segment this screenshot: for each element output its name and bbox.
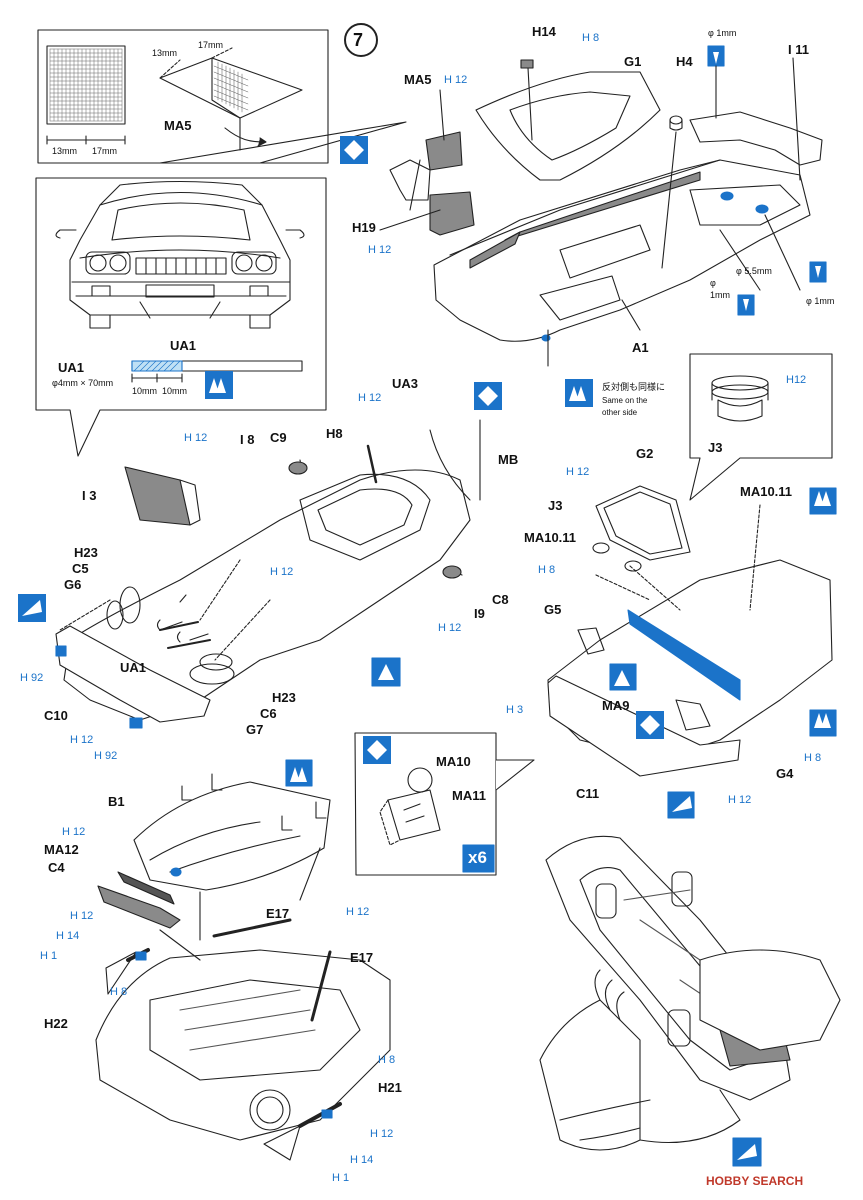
paint-code: H 92: [20, 672, 44, 684]
paint-code: H 12: [566, 466, 590, 478]
part-label: MA11: [452, 788, 486, 803]
part-label: C9: [270, 430, 287, 445]
part-label: J3: [548, 498, 563, 513]
part-label: MA5: [404, 72, 432, 87]
part-label: A1: [632, 340, 649, 355]
part-label: C10: [44, 708, 68, 723]
rear-body-assembly: [379, 45, 827, 367]
part-label: I 11: [788, 42, 809, 57]
paint-code: H12: [786, 374, 807, 386]
part-label: MB: [498, 452, 519, 467]
part-label: MA10.11: [740, 484, 793, 499]
paint-code: H 12: [70, 734, 94, 746]
part-label: MA10.11: [524, 530, 577, 545]
paint-code: H 12: [184, 432, 208, 444]
part-label: MA9: [602, 698, 630, 713]
front-body-assembly: [55, 419, 481, 729]
part-label: C11: [576, 786, 600, 801]
part-label: G6: [64, 577, 82, 592]
paint-code: H 12: [370, 1128, 394, 1140]
part-label: H19: [352, 220, 376, 235]
drill-label: φ 1mm: [806, 296, 835, 306]
part-label: MA12: [44, 842, 79, 857]
part-label: MA5: [164, 118, 192, 133]
paint-code: H 12: [62, 826, 86, 838]
part-label: H23: [74, 545, 98, 560]
paint-code: H 8: [582, 32, 600, 44]
watermark-text: HOBBY SEARCH: [706, 1174, 804, 1188]
dim-label: 17mm: [92, 146, 118, 156]
part-label: J3: [708, 440, 723, 455]
part-label: H8: [326, 426, 343, 441]
drill-label: φ: [710, 278, 716, 288]
part-label: C6: [260, 706, 277, 721]
note-en: Same on the: [602, 396, 648, 405]
part-label: C5: [72, 561, 89, 576]
quantity-badge: x6: [468, 848, 487, 867]
paint-code: H 3: [506, 704, 524, 716]
part-label: UA1: [170, 338, 197, 353]
paint-code: H 12: [358, 392, 382, 404]
part-label: C8: [492, 592, 509, 607]
part-label: C4: [48, 860, 65, 875]
drill-label: φ 5.5mm: [736, 266, 772, 276]
dim-label: 13mm: [152, 48, 178, 58]
part-label: G1: [624, 54, 642, 69]
note-jp: 反対側も同様に: [602, 383, 666, 393]
paint-code: H 12: [444, 74, 468, 86]
paint-code: H 12: [368, 244, 392, 256]
paint-code: H 12: [438, 622, 462, 634]
dim-label: 10mm: [132, 386, 158, 396]
dim-label: 17mm: [198, 40, 224, 50]
step-number: 7: [353, 30, 364, 50]
paint-code: H 8: [538, 564, 556, 576]
part-label: E17: [350, 950, 374, 965]
part-label: B1: [108, 794, 125, 809]
part-label: H21: [378, 1080, 402, 1095]
paint-code: H 1: [332, 1172, 350, 1184]
j3-inset: [689, 353, 833, 501]
part-label: G7: [246, 722, 264, 737]
part-label: I 3: [82, 488, 97, 503]
part-label: H14: [532, 24, 556, 39]
ma10-inset: [354, 732, 535, 876]
part-label: E17: [266, 906, 290, 921]
drill-label: φ 1mm: [708, 28, 737, 38]
paint-code: H 12: [70, 910, 94, 922]
note-en: other side: [602, 408, 638, 417]
paint-code: H 12: [728, 794, 752, 806]
paint-code: H 1: [40, 950, 58, 962]
ma5-inset: [37, 29, 407, 164]
part-label: MA10: [436, 754, 471, 769]
part-label: H4: [676, 54, 693, 69]
paint-code: H 14: [350, 1154, 374, 1166]
part-label: H23: [272, 690, 296, 705]
part-label: G2: [636, 446, 654, 461]
paint-code: H 8: [804, 752, 822, 764]
paint-code: H 12: [270, 566, 294, 578]
part-label: UA1: [120, 660, 147, 675]
drill-label: 1mm: [710, 290, 730, 300]
spec-label: φ4mm × 70mm: [52, 378, 114, 388]
hood-assembly: [95, 759, 391, 1161]
dim-label: 10mm: [162, 386, 188, 396]
paint-code: H 12: [346, 906, 370, 918]
part-label: G4: [776, 766, 794, 781]
step-circle: [344, 23, 378, 57]
paint-code: H 92: [94, 750, 118, 762]
part-label: I 8: [240, 432, 255, 447]
part-label: UA3: [392, 376, 419, 391]
part-label: I9: [474, 606, 485, 621]
chassis-assembly: [539, 835, 841, 1167]
ua1-inset: [35, 177, 327, 457]
part-label: G5: [544, 602, 562, 617]
part-label: H22: [44, 1016, 68, 1031]
paint-code: H 8: [110, 986, 128, 998]
dim-label: 13mm: [52, 146, 78, 156]
paint-code: H 14: [56, 930, 80, 942]
paint-code: H 8: [378, 1054, 396, 1066]
part-label: UA1: [58, 360, 85, 375]
